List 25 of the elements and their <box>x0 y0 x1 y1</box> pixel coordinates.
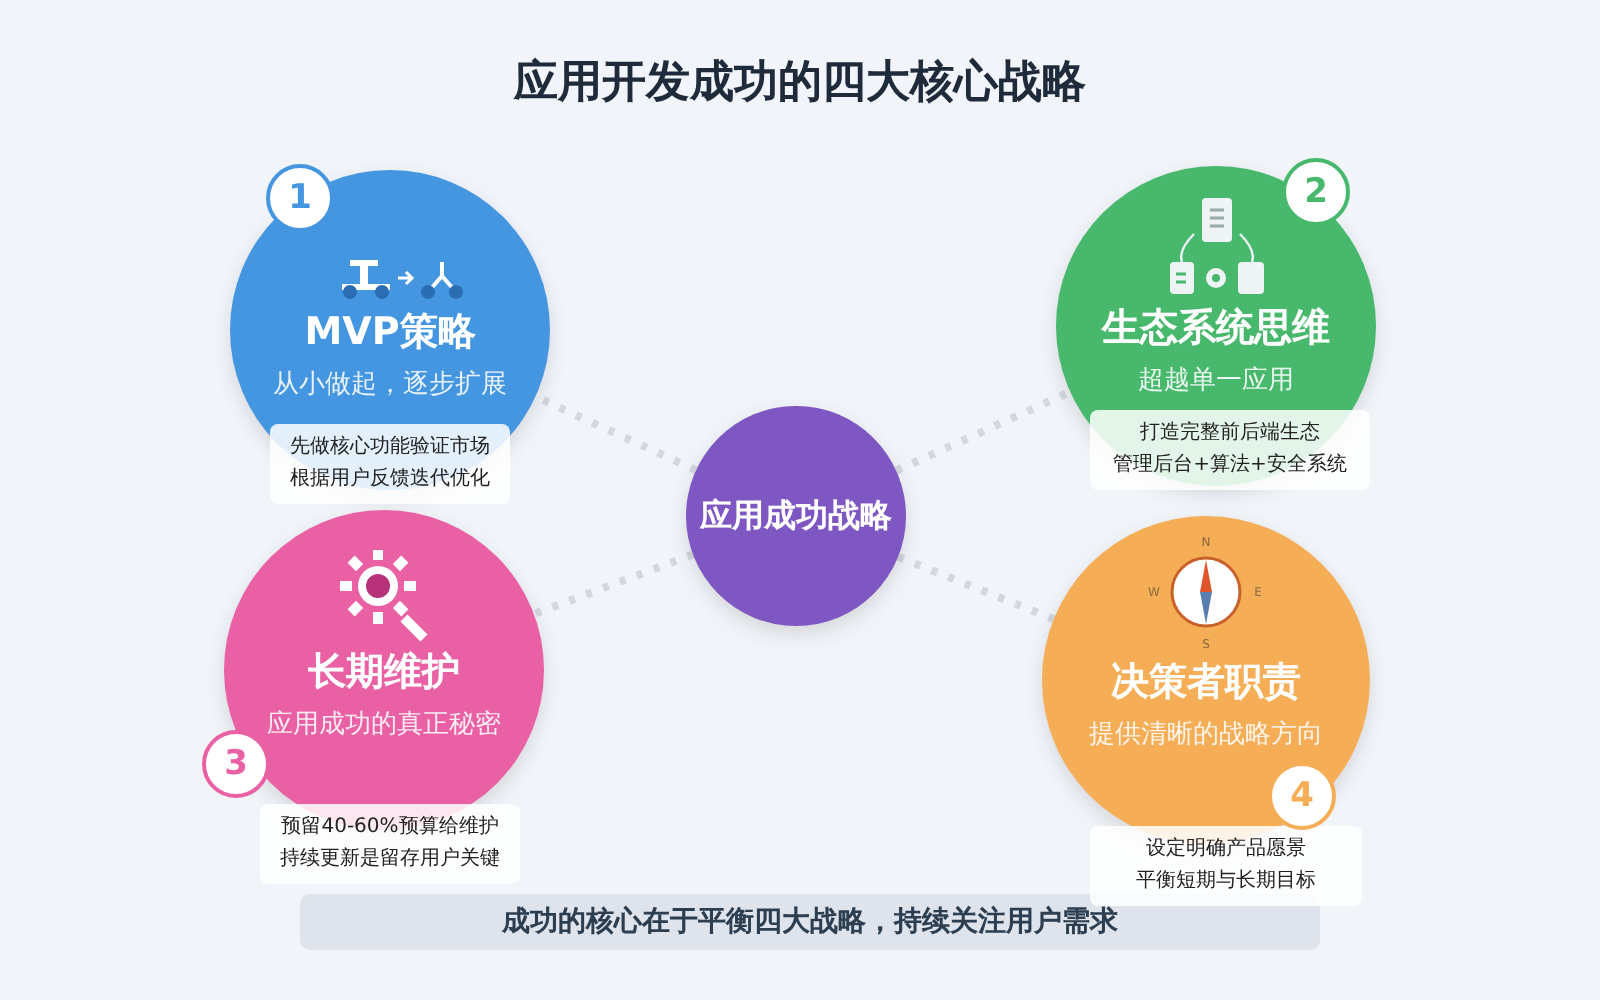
diagram-title: 应用开发成功的四大核心战略 <box>511 55 1088 112</box>
dotted-connector <box>894 388 1072 475</box>
strategy-title: MVP策略 <box>302 308 478 358</box>
dotted-connector <box>896 553 1056 623</box>
strategy-subtitle: 超越单一应用 <box>1136 364 1296 398</box>
description-text: 根据用户反馈迭代优化 <box>288 465 492 494</box>
strategy-subtitle: 提供清晰的战略方向 <box>1087 718 1325 752</box>
number-badge: 2 <box>1282 158 1350 226</box>
center-label: 应用成功战略 <box>697 494 894 538</box>
description-text: 持续更新是留存用户关键 <box>278 845 502 874</box>
description-text: 打造完整前后端生态 <box>1138 419 1322 448</box>
strategy-subtitle: 应用成功的真正秘密 <box>265 708 503 742</box>
strategy-title: 决策者职责 <box>1109 658 1303 708</box>
number-badge: 3 <box>202 730 270 798</box>
strategy-subtitle: 从小做起，逐步扩展 <box>271 368 509 402</box>
description-text: 管理后台+算法+安全系统 <box>1111 451 1349 480</box>
summary-banner: 成功的核心在于平衡四大战略，持续关注用户需求 <box>300 894 1320 950</box>
description-text: 设定明确产品愿景 <box>1144 835 1308 864</box>
description-text: 平衡短期与长期目标 <box>1134 867 1318 896</box>
description-text: 先做核心功能验证市场 <box>288 433 492 462</box>
number-badge: 1 <box>266 164 334 232</box>
strategy-title: 生态系统思维 <box>1099 304 1332 354</box>
strategy-title: 长期维护 <box>306 648 462 698</box>
dotted-connector <box>532 550 695 618</box>
description-text: 预留40-60%预算给维护 <box>279 813 501 842</box>
